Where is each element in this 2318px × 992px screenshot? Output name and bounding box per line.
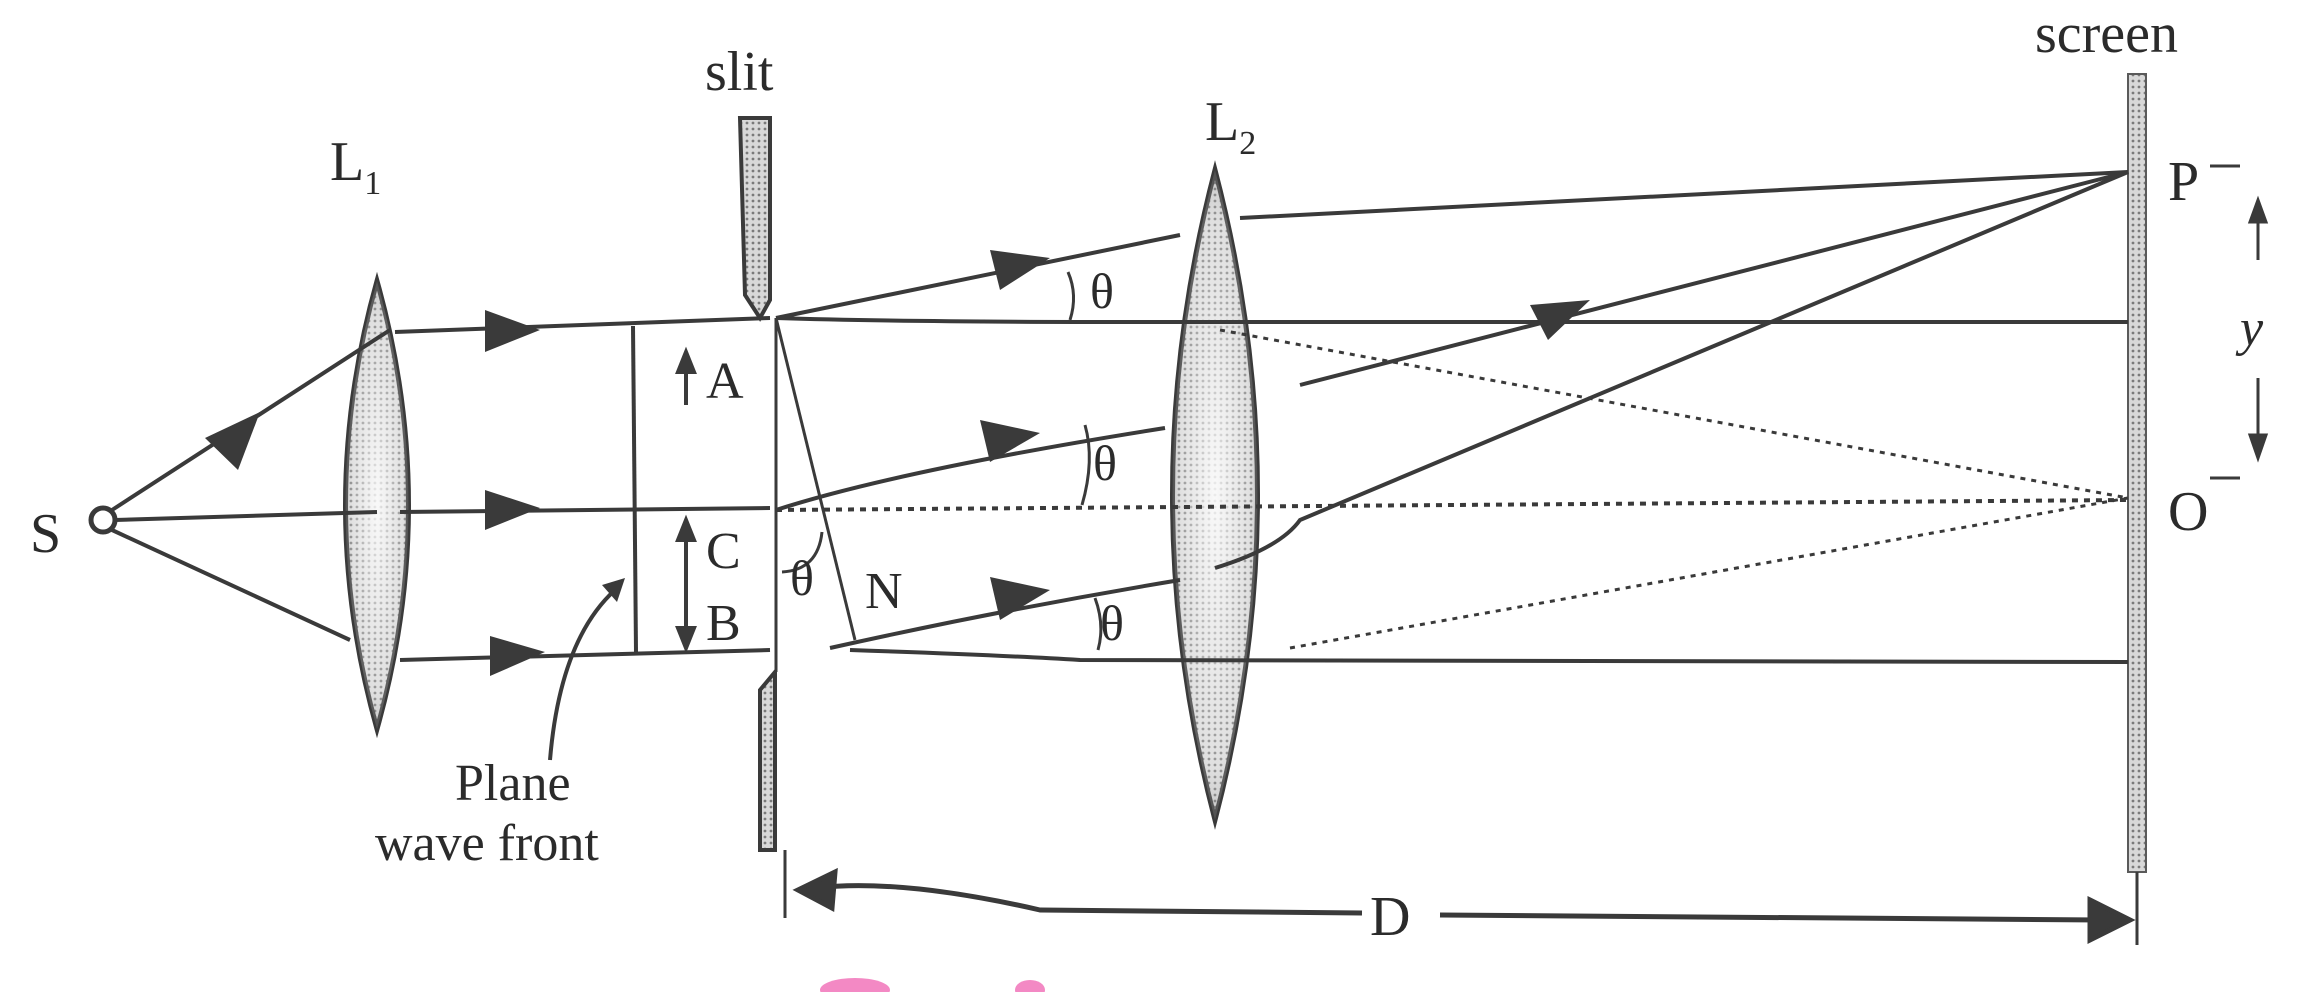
ac-arrow: [675, 346, 697, 654]
label-d: D: [1370, 886, 1410, 948]
normal-line-an: [774, 317, 857, 641]
center-dotted-ray: [775, 498, 2129, 512]
diffracted-rays: [775, 233, 1181, 650]
label-lens1: L1: [330, 131, 381, 202]
label-wavefront-1: Plane: [455, 755, 571, 812]
label-theta-mid: θ: [1093, 435, 1117, 491]
label-o: O: [2168, 481, 2208, 543]
incident-arrowheads: [205, 412, 260, 470]
l2-mid-arrowhead: [1530, 300, 1590, 340]
label-n: N: [865, 563, 903, 620]
label-wavefront-2: wave front: [375, 815, 599, 872]
label-y: y: [2235, 300, 2264, 357]
label-theta-bottom: θ: [1100, 595, 1124, 651]
wavefront-pointer-head: [602, 578, 625, 602]
theta-arcs-l2: [1066, 271, 1103, 651]
screen: [2127, 73, 2147, 945]
axial-rays: [775, 316, 2129, 664]
parallel-rays: [394, 316, 771, 662]
label-theta-slit: θ: [790, 550, 814, 606]
pink-artifacts: [820, 978, 1045, 992]
focused-rays-o: [1219, 328, 2129, 650]
lens-l2: [1170, 160, 1260, 830]
diffracted-arrowheads: [980, 250, 1050, 620]
label-source: S: [30, 503, 61, 565]
slit: [737, 116, 787, 918]
y-dimension: [2210, 164, 2269, 480]
label-a: A: [706, 353, 744, 410]
theta-arc-slit: [781, 531, 824, 574]
label-b: B: [706, 595, 741, 652]
wavefront: [631, 325, 638, 653]
wavefront-pointer: [548, 588, 617, 761]
label-lens2: L2: [1205, 91, 1256, 162]
source-point: [88, 505, 118, 535]
d-dimension: [792, 867, 2136, 945]
parallel-arrowheads: [485, 310, 545, 676]
label-theta-top: θ: [1090, 263, 1114, 319]
lens-l1: [343, 271, 411, 739]
label-slit: slit: [705, 41, 774, 103]
label-screen: screen: [2035, 3, 2178, 65]
focused-rays-p: [1214, 170, 2129, 570]
label-c: C: [706, 523, 741, 580]
label-p: P: [2168, 151, 2199, 213]
